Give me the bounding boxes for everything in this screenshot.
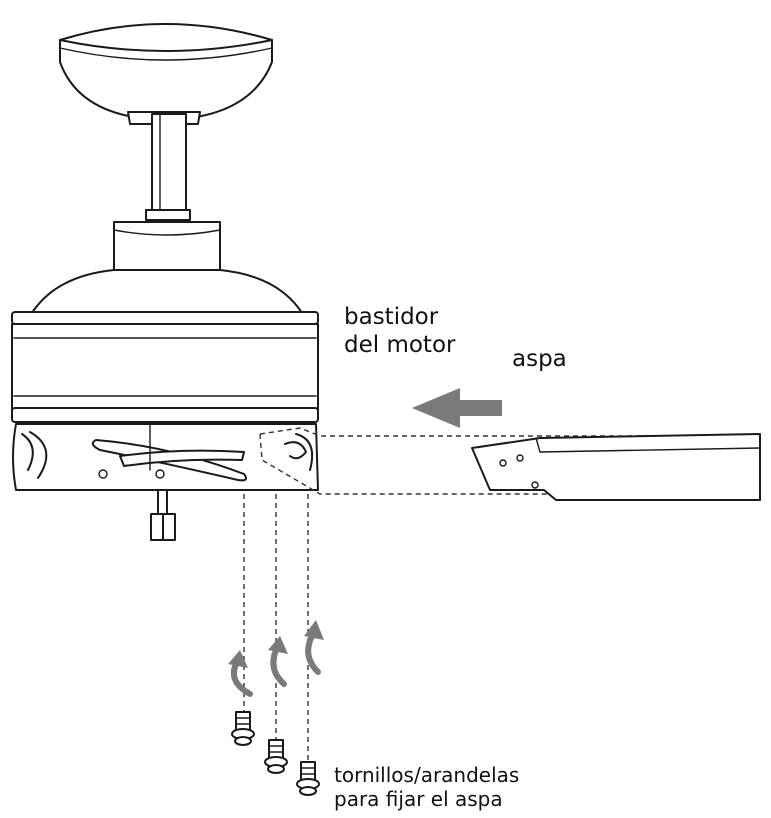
- motor-housing-label-line2: del motor: [344, 332, 456, 358]
- motor-housing: [11, 221, 319, 423]
- motor-housing-label-line1: bastidor: [344, 304, 439, 330]
- blade-holder-ring: [12, 423, 319, 491]
- screws-label-line2: para fijar el aspa: [334, 787, 503, 811]
- screw-icon: [231, 711, 320, 796]
- blade-label: aspa: [512, 346, 567, 372]
- canopy: [59, 23, 273, 125]
- screws-label-line1: tornillos/arandelas: [334, 763, 519, 787]
- curved-arrow-icon: [228, 620, 324, 697]
- downrod: [145, 113, 191, 221]
- fan-blade: [471, 433, 761, 501]
- left-arrow-icon: [412, 388, 502, 428]
- wires: [150, 489, 176, 541]
